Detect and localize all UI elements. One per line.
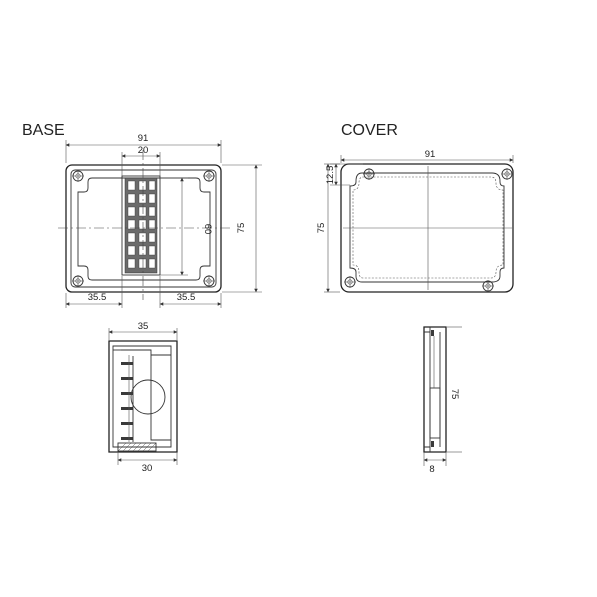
base-title: BASE bbox=[22, 122, 65, 139]
cover-side-dim-height-label: 75 bbox=[449, 389, 460, 400]
base-outer-outline bbox=[65, 164, 222, 293]
cover-gasket-groove bbox=[352, 176, 504, 279]
base-inner-cavity bbox=[77, 177, 211, 281]
base-dim-terminal-width-label: 20 bbox=[138, 145, 149, 156]
base-dim-terminal-height: 60 bbox=[160, 177, 213, 276]
base-side-dim-bottom: 30 bbox=[117, 452, 178, 474]
base-dim-height-label: 75 bbox=[236, 223, 247, 234]
base-side-floor-hatch bbox=[117, 442, 157, 452]
base-side-view: 35 bbox=[108, 321, 178, 474]
base-side-dim-bottom-label: 30 bbox=[142, 463, 153, 474]
base-dim-width: 91 bbox=[65, 133, 222, 163]
base-corner-screw-bottom-left bbox=[72, 275, 84, 287]
cover-dim-width-label: 91 bbox=[425, 149, 436, 160]
base-corner-screw-top-right bbox=[203, 170, 215, 182]
base-dim-height: 75 bbox=[222, 164, 262, 293]
base-side-dim-top: 35 bbox=[108, 321, 178, 340]
cover-corner-screw-top-right bbox=[501, 168, 513, 180]
base-corner-screw-top-left bbox=[72, 170, 84, 182]
base-dim-terminal-height-label: 60 bbox=[202, 224, 213, 235]
cover-dim-width: 91 bbox=[340, 149, 514, 163]
base-dim-right-offset-label: 35.5 bbox=[177, 292, 196, 303]
cover-corner-screw-bottom-right bbox=[482, 280, 494, 292]
base-side-dim-top-label: 35 bbox=[138, 321, 149, 332]
cover-corner-screw-bottom-left bbox=[344, 276, 356, 288]
base-top-view: BASE bbox=[22, 122, 262, 308]
cover-dim-flange-label: 12.5 bbox=[325, 166, 336, 185]
cover-inner-recess bbox=[349, 172, 505, 283]
cover-outer-outline bbox=[340, 163, 514, 293]
base-dim-width-label: 91 bbox=[138, 133, 149, 144]
base-terminal-block bbox=[121, 175, 161, 276]
cover-dim-height: 75 bbox=[316, 163, 340, 293]
cover-side-view: 75 8 bbox=[423, 326, 462, 475]
cover-side-dim-thickness: 8 bbox=[423, 452, 447, 475]
cover-side-dim-thickness-label: 8 bbox=[429, 464, 434, 475]
base-side-outline bbox=[108, 340, 178, 453]
base-side-terminal-pins bbox=[121, 355, 134, 442]
base-side-cable-hole bbox=[130, 379, 166, 415]
base-dim-left-offset-label: 35.5 bbox=[88, 292, 107, 303]
base-dim-offsets: 35.5 35.5 bbox=[65, 276, 222, 308]
base-inner-wall bbox=[70, 169, 217, 288]
cover-dim-height-label: 75 bbox=[316, 223, 327, 234]
base-corner-screw-bottom-right bbox=[203, 275, 215, 287]
cover-title: COVER bbox=[341, 122, 398, 139]
cover-top-view: COVER 91 bbox=[316, 122, 514, 293]
cover-side-outline bbox=[423, 326, 447, 453]
cover-side-dim-height: 75 bbox=[447, 326, 462, 453]
base-dim-terminal-width: 20 bbox=[121, 145, 161, 176]
cover-corner-screw-top-left bbox=[363, 168, 375, 180]
